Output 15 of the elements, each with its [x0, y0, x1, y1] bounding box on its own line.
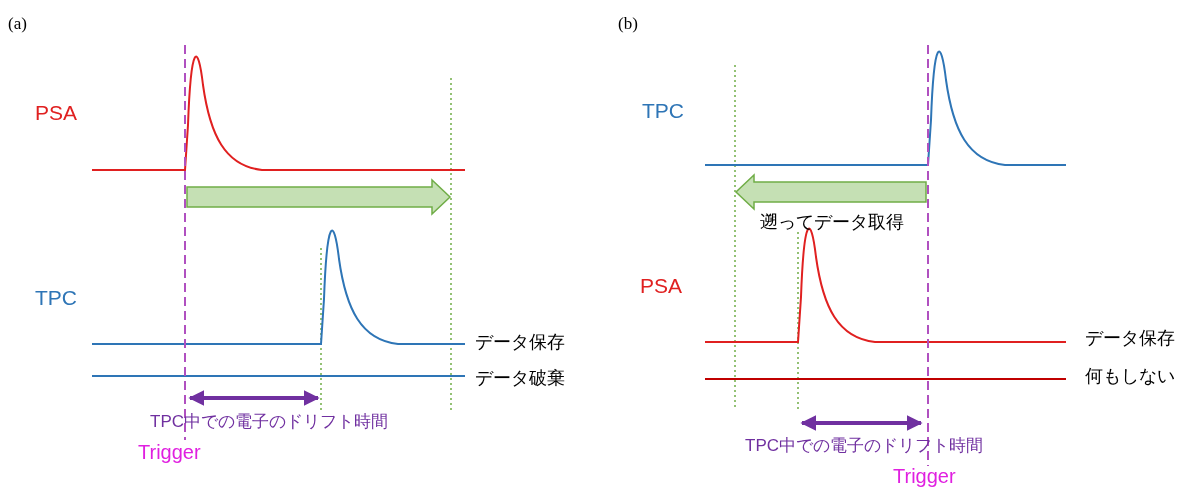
trigger-label: Trigger — [138, 440, 201, 464]
signal-label: PSA — [35, 100, 78, 126]
status-label: データ破棄 — [475, 368, 565, 390]
status-label: データ保存 — [1085, 328, 1175, 350]
signal-label: TPC — [642, 98, 684, 124]
trigger-label: Trigger — [893, 464, 956, 488]
signal-label: TPC — [35, 285, 77, 311]
drift-time-label: TPC中での電子のドリフト時間 — [150, 412, 388, 433]
note-text: 遡ってデータ取得 — [760, 212, 904, 234]
panel-label: (b) — [618, 14, 638, 35]
status-label: 何もしない — [1085, 366, 1175, 388]
status-label: データ保存 — [475, 332, 565, 354]
panel-label: (a) — [8, 14, 27, 35]
signal-label: PSA — [640, 273, 683, 299]
drift-time-label: TPC中での電子のドリフト時間 — [745, 436, 983, 457]
